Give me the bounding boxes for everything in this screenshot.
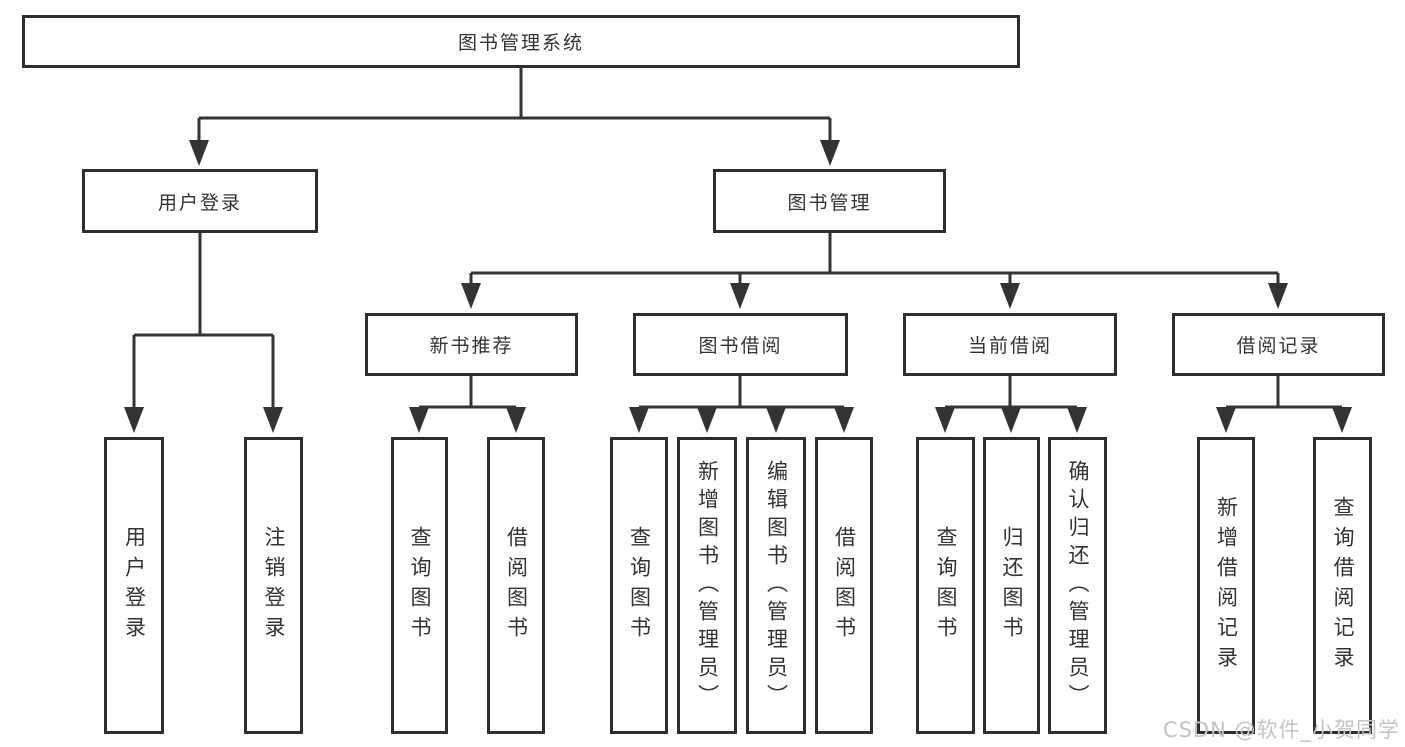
leaf-label: 注销登录 xyxy=(262,525,286,646)
leaf-label: 新增借阅记录 xyxy=(1214,495,1239,676)
leaf-query-books-current: 查询图书 xyxy=(916,437,975,734)
leaf-label: 查询借阅记录 xyxy=(1331,495,1355,676)
leaf-label: 确认归还（管理员） xyxy=(1066,459,1090,712)
leaf-label: 查询图书 xyxy=(934,525,958,646)
leaf-add-books-admin: 新增图书（管理员） xyxy=(677,437,737,734)
leaf-label: 新增图书（管理员） xyxy=(695,459,720,712)
leaf-label: 借阅图书 xyxy=(832,525,857,646)
arrowhead-icons xyxy=(124,140,1352,433)
node-label: 图书管理系统 xyxy=(457,32,584,54)
node-book-management: 图书管理 xyxy=(713,169,946,233)
leaf-user-login: 用户登录 xyxy=(104,437,164,734)
csdn-watermark: CSDN @软件_小贺同学 xyxy=(1162,718,1400,742)
node-book-borrowing: 图书借阅 xyxy=(633,313,848,376)
leaf-query-books-borrowing: 查询图书 xyxy=(610,437,668,734)
leaf-query-borrow-record: 查询借阅记录 xyxy=(1313,437,1372,734)
leaf-label: 查询图书 xyxy=(627,525,652,646)
leaf-label: 查询图书 xyxy=(408,525,432,646)
node-label: 用户登录 xyxy=(157,191,242,214)
leaf-label: 借阅图书 xyxy=(504,525,529,646)
leaf-label: 用户登录 xyxy=(122,525,147,646)
node-label: 图书管理 xyxy=(787,191,872,214)
leaf-return-books: 归还图书 xyxy=(983,437,1040,734)
node-label: 借阅记录 xyxy=(1236,335,1321,357)
leaf-confirm-return-admin: 确认归还（管理员） xyxy=(1048,437,1107,734)
leaf-logout: 注销登录 xyxy=(244,437,303,734)
node-library-management-system: 图书管理系统 xyxy=(22,15,1020,68)
leaf-borrow-books: 借阅图书 xyxy=(815,437,873,734)
node-label: 新书推荐 xyxy=(429,335,514,357)
node-current-borrowing: 当前借阅 xyxy=(903,313,1117,376)
leaf-borrow-books-recommend: 借阅图书 xyxy=(487,437,545,734)
node-new-book-recommendation: 新书推荐 xyxy=(365,313,578,376)
node-label: 图书借阅 xyxy=(698,335,783,357)
leaf-query-books-recommend: 查询图书 xyxy=(391,437,448,734)
leaf-edit-books-admin: 编辑图书（管理员） xyxy=(746,437,806,734)
node-user-login: 用户登录 xyxy=(82,169,318,233)
leaf-add-borrow-record: 新增借阅记录 xyxy=(1197,437,1255,734)
node-borrowing-records: 借阅记录 xyxy=(1172,313,1385,376)
node-label: 当前借阅 xyxy=(967,335,1052,357)
leaf-label: 编辑图书（管理员） xyxy=(764,459,789,712)
leaf-label: 归还图书 xyxy=(1000,525,1024,646)
